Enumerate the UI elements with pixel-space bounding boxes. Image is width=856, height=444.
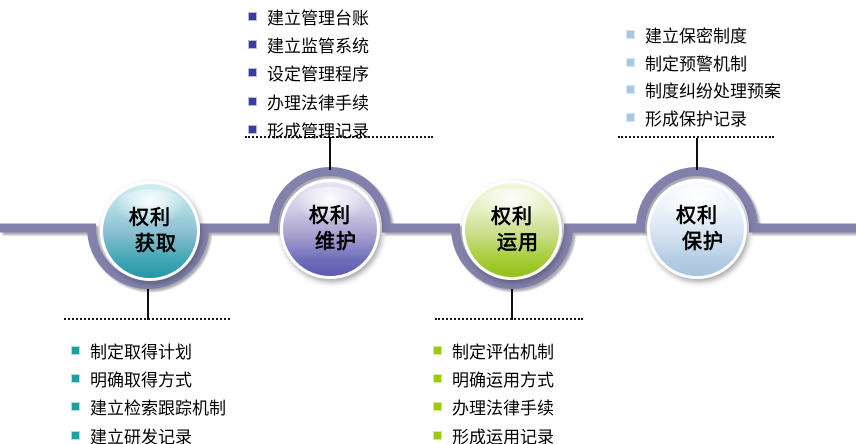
- list-item-text: 办理法律手续: [267, 93, 369, 113]
- list-item: 形成保护记录: [626, 104, 781, 132]
- stage-label-line1: 权利: [491, 206, 533, 228]
- square-bullet-icon: [626, 112, 635, 122]
- list-item-text: 建立研发记录: [90, 427, 192, 444]
- dotted-rail-acquire: [64, 318, 230, 320]
- square-bullet-icon: [71, 402, 80, 412]
- ball-gloss-highlight: [296, 186, 364, 223]
- dotted-rail-apply: [435, 318, 583, 320]
- list-item: 明确运用方式: [433, 364, 554, 392]
- stage-ball-maintain: 权利 维护: [280, 179, 380, 279]
- stage-label-line1: 权利: [676, 205, 718, 227]
- stage-ball-protect: 权利 保护: [647, 179, 747, 279]
- list-item-text: 办理法律手续: [452, 399, 554, 419]
- square-bullet-icon: [433, 374, 442, 384]
- list-item: 建立保密制度: [626, 21, 781, 49]
- list-item-text: 建立检索跟踪机制: [90, 399, 226, 419]
- square-bullet-icon: [626, 57, 635, 67]
- stage-ball-apply: 权利 运用: [462, 180, 562, 280]
- stage-label-line2: 运用: [497, 232, 539, 254]
- square-bullet-icon: [71, 430, 80, 440]
- square-bullet-icon: [71, 374, 80, 384]
- list-item-text: 明确取得方式: [90, 371, 192, 391]
- list-item-text: 设定管理程序: [267, 65, 369, 85]
- list-item-text: 形成运用记录: [452, 427, 554, 444]
- list-item: 形成管理记录: [248, 116, 369, 144]
- list-item-text: 建立管理台账: [267, 8, 369, 28]
- dotted-rail-protect: [618, 136, 774, 138]
- list-item-text: 形成管理记录: [267, 122, 369, 142]
- list-item-text: 制度纠纷处理预案: [645, 82, 781, 102]
- list-item: 设定管理程序: [248, 59, 369, 87]
- square-bullet-icon: [626, 85, 635, 95]
- ball-gloss-highlight: [663, 186, 731, 223]
- square-bullet-icon: [71, 345, 80, 355]
- stage-label-line1: 权利: [309, 205, 351, 227]
- list-item-text: 制定取得计划: [90, 342, 192, 362]
- ball-gloss-highlight: [116, 188, 184, 225]
- stage-label-line1: 权利: [129, 207, 171, 229]
- square-bullet-icon: [626, 30, 635, 40]
- square-bullet-icon: [248, 68, 257, 78]
- list-item: 形成运用记录: [433, 421, 554, 444]
- timeline-band-line: [0, 167, 856, 289]
- task-list-acquire: 制定取得计划 明确取得方式 建立检索跟踪机制 建立研发记录: [71, 336, 226, 444]
- square-bullet-icon: [248, 40, 257, 50]
- list-item-text: 制定评估机制: [452, 342, 554, 362]
- stage-label-line2: 维护: [315, 231, 357, 253]
- list-item: 制定取得计划: [71, 336, 226, 364]
- list-item: 建立检索跟踪机制: [71, 393, 226, 421]
- square-bullet-icon: [433, 345, 442, 355]
- list-item: 建立研发记录: [71, 421, 226, 444]
- list-item-text: 制定预警机制: [645, 54, 747, 74]
- list-item: 建立监管系统: [248, 30, 369, 58]
- task-list-apply: 制定评估机制 明确运用方式 办理法律手续 形成运用记录: [433, 336, 554, 444]
- stage-label-line2: 获取: [135, 233, 177, 255]
- list-item: 制度纠纷处理预案: [626, 76, 781, 104]
- stage-ball-acquire: 权利 获取: [100, 181, 200, 281]
- connector-maintain: [329, 138, 331, 170]
- task-list-maintain: 建立管理台账 建立监管系统 设定管理程序 办理法律手续 形成管理记录: [248, 2, 369, 144]
- list-item: 办理法律手续: [248, 87, 369, 115]
- list-item: 明确取得方式: [71, 364, 226, 392]
- square-bullet-icon: [248, 96, 257, 106]
- square-bullet-icon: [433, 402, 442, 412]
- list-item: 办理法律手续: [433, 393, 554, 421]
- connector-protect: [696, 138, 698, 170]
- list-item: 制定评估机制: [433, 336, 554, 364]
- task-list-protect: 建立保密制度 制定预警机制 制度纠纷处理预案 形成保护记录: [626, 21, 781, 131]
- ball-gloss-highlight: [478, 187, 546, 224]
- connector-acquire: [147, 289, 149, 320]
- square-bullet-icon: [248, 125, 257, 135]
- dotted-rail-maintain: [245, 136, 433, 138]
- list-item: 建立管理台账: [248, 2, 369, 30]
- square-bullet-icon: [433, 430, 442, 440]
- list-item-text: 明确运用方式: [452, 371, 554, 391]
- square-bullet-icon: [248, 11, 257, 21]
- list-item-text: 形成保护记录: [645, 109, 747, 129]
- connector-apply: [511, 289, 513, 320]
- list-item: 制定预警机制: [626, 49, 781, 77]
- stage-label-line2: 保护: [682, 231, 724, 253]
- list-item-text: 建立监管系统: [267, 37, 369, 57]
- list-item-text: 建立保密制度: [645, 27, 747, 47]
